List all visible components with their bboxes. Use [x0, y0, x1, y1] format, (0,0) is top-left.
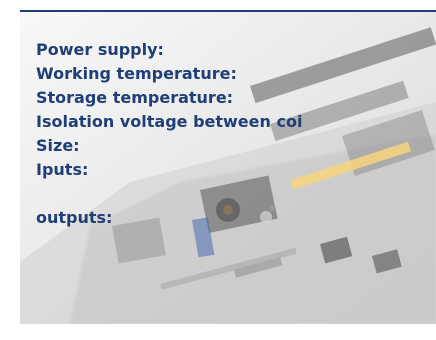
spec-isolation-voltage: Isolation voltage between coi — [36, 112, 303, 131]
spec-inputs: Iputs: — [36, 160, 89, 179]
spec-working-temperature: Working temperature: — [36, 64, 237, 83]
spec-power-supply: Power supply: — [36, 40, 164, 59]
top-divider — [20, 10, 436, 12]
circuit-board-photo — [20, 12, 436, 324]
spec-outputs: outputs: — [36, 208, 113, 227]
spec-size: Size: — [36, 136, 80, 155]
spec-list: Power supply: Working temperature: Stora… — [36, 38, 302, 230]
circuit-board-photo-icon — [20, 12, 436, 324]
spec-storage-temperature: Storage temperature: — [36, 88, 234, 107]
